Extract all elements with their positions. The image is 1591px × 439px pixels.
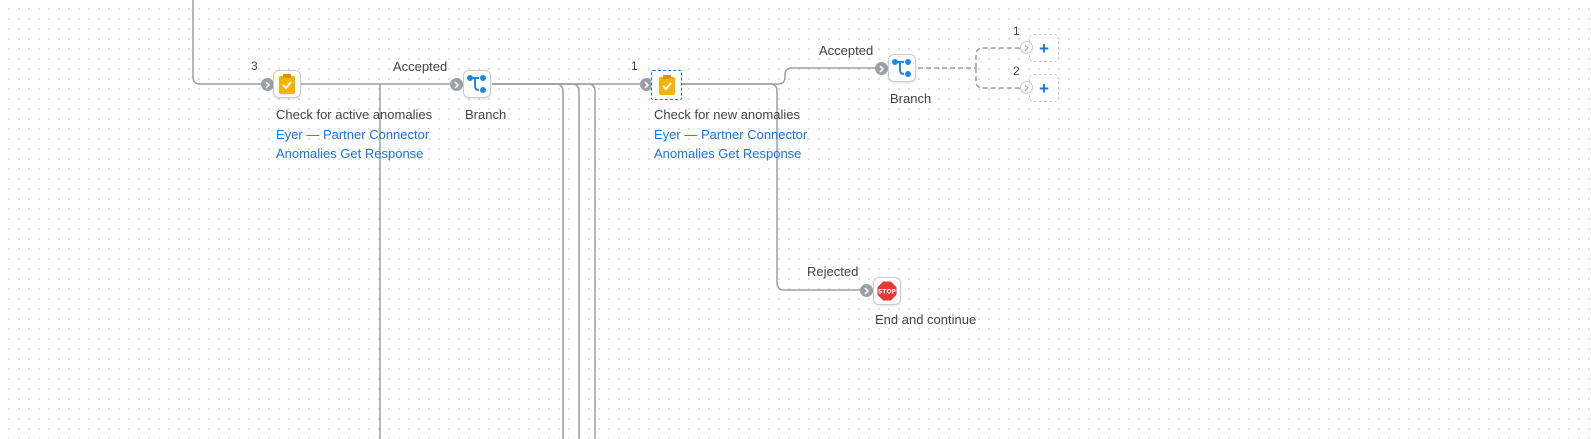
step-active-input-port[interactable] <box>261 78 274 91</box>
chevron-right-icon <box>1024 84 1029 91</box>
chevron-right-icon <box>265 80 271 89</box>
chevron-right-icon <box>879 64 885 73</box>
chevron-right-icon <box>454 80 460 89</box>
branch-slot-2-port[interactable] <box>1020 81 1033 94</box>
connector-branch-lane-2 <box>492 83 580 439</box>
branch-active-accepted-label: Accepted <box>393 59 448 74</box>
stop-sign-icon: STOP <box>876 280 898 302</box>
step-new-number: 1 <box>631 59 638 73</box>
dashed-slot-1 <box>975 47 1021 68</box>
branch-slot-1-number: 1 <box>1013 24 1020 38</box>
plus-icon: + <box>1039 38 1049 58</box>
branch-slot-2-number: 2 <box>1013 64 1020 78</box>
branch-icon <box>467 75 486 93</box>
chevron-right-icon <box>1024 44 1029 51</box>
end-title: End and continue <box>875 312 977 327</box>
plus-icon: + <box>1039 78 1049 98</box>
branch-new-input-port[interactable] <box>875 62 888 75</box>
branch-new-accepted-label: Accepted <box>819 43 874 58</box>
end-input-port[interactable] <box>860 284 873 297</box>
branch-active-input-port[interactable] <box>450 78 463 91</box>
branch-icon <box>892 59 911 77</box>
connector-top-entry <box>192 0 261 85</box>
clipboard-check-icon <box>658 75 675 95</box>
dashed-slot-2 <box>975 68 1021 89</box>
step-active-connector-link[interactable]: Eyer — Partner Connector <box>276 127 430 142</box>
step-new-input-port[interactable] <box>640 78 653 91</box>
connector-branch-lane-3 <box>492 83 596 439</box>
branch-active-node[interactable] <box>463 70 491 98</box>
end-rejected-label: Rejected <box>807 264 859 279</box>
branch-slot-1-port[interactable] <box>1020 41 1033 54</box>
step-new-title: Check for new anomalies <box>654 107 800 122</box>
step-active-node[interactable] <box>273 70 301 98</box>
chevron-right-icon <box>864 286 870 295</box>
connector-step-new-to-branch <box>681 67 876 85</box>
clipboard-check-icon <box>279 74 295 94</box>
branch-slot-1-add-button[interactable]: + <box>1029 34 1059 62</box>
end-node[interactable]: STOP <box>873 277 901 305</box>
step-active-number: 3 <box>251 59 258 73</box>
branch-new-node[interactable] <box>888 54 916 82</box>
connector-branch-lane-1 <box>492 83 564 439</box>
step-new-node[interactable] <box>651 70 682 100</box>
step-active-response-link[interactable]: Anomalies Get Response <box>276 146 424 161</box>
stop-sign-text: STOP <box>878 289 897 296</box>
chevron-right-icon <box>644 80 650 89</box>
branch-active-title: Branch <box>465 107 507 122</box>
step-new-response-link[interactable]: Anomalies Get Response <box>654 146 802 161</box>
branch-new-title: Branch <box>890 91 932 106</box>
step-new-connector-link[interactable]: Eyer — Partner Connector <box>654 127 808 142</box>
step-active-title: Check for active anomalies <box>276 107 433 122</box>
connector-step-new-to-end <box>681 83 861 291</box>
branch-slot-2-add-button[interactable]: + <box>1029 74 1059 102</box>
